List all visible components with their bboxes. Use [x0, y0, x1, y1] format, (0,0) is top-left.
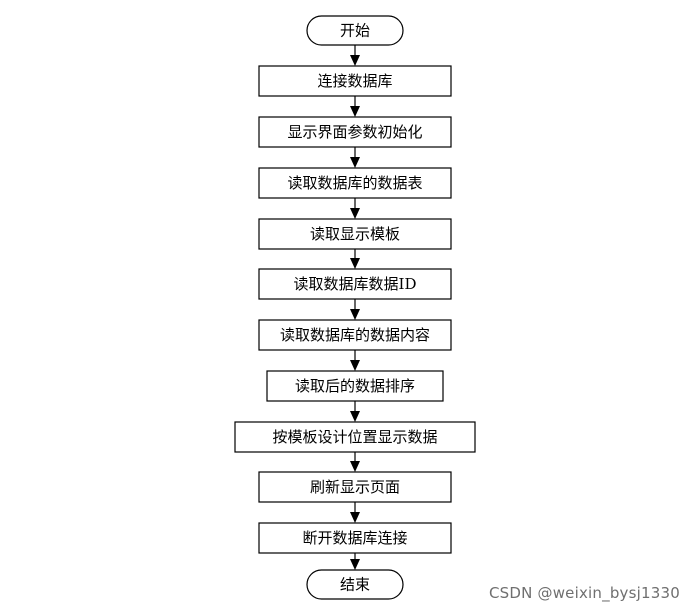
flow-arrow-head [350, 360, 360, 371]
process-step-step8: 按模板设计位置显示数据 [234, 421, 476, 453]
flow-arrow [350, 45, 360, 66]
node-label: 刷新显示页面 [310, 478, 400, 496]
flow-arrow [350, 299, 360, 320]
node-label: 读取数据库的数据表 [287, 174, 422, 192]
process-box [258, 65, 452, 97]
flow-arrow-head [350, 512, 360, 523]
node-label: 连接数据库 [317, 72, 392, 90]
process-box [258, 522, 452, 554]
process-box [258, 471, 452, 503]
terminal-shape [306, 15, 404, 46]
process-box [258, 218, 452, 250]
flow-arrow [350, 198, 360, 219]
process-step-step2: 显示界面参数初始化 [258, 116, 452, 148]
flow-arrow [350, 553, 360, 570]
process-box [258, 116, 452, 148]
process-step-step1: 连接数据库 [258, 65, 452, 97]
node-label: 开始 [340, 22, 370, 40]
flow-arrow-head [350, 208, 360, 219]
process-step-step6: 读取数据库的数据内容 [258, 319, 452, 351]
flow-arrow [350, 502, 360, 523]
process-step-step5: 读取数据库数据ID [258, 268, 452, 300]
flow-arrow [350, 96, 360, 117]
process-step-step10: 断开数据库连接 [258, 522, 452, 554]
terminal-node-end: 结束 [306, 569, 404, 600]
node-label: 断开数据库连接 [302, 529, 407, 547]
node-label: 读取显示模板 [310, 225, 400, 243]
flow-arrow-head [350, 411, 360, 422]
process-box [258, 167, 452, 199]
flow-arrow-head [350, 157, 360, 168]
flow-arrow-head [350, 258, 360, 269]
node-label: 读取数据库数据ID [294, 275, 417, 293]
flow-arrow-head [350, 559, 360, 570]
process-step-step9: 刷新显示页面 [258, 471, 452, 503]
process-box [258, 319, 452, 351]
flow-arrow [350, 249, 360, 269]
flow-arrow [350, 452, 360, 472]
terminal-node-start: 开始 [306, 15, 404, 46]
process-step-step7: 读取后的数据排序 [266, 370, 444, 402]
node-label: 读取后的数据排序 [295, 377, 415, 395]
node-label: 读取数据库的数据内容 [280, 326, 430, 344]
process-step-step3: 读取数据库的数据表 [258, 167, 452, 199]
flow-arrow-head [350, 106, 360, 117]
process-box [258, 268, 452, 300]
flow-arrow [350, 350, 360, 371]
flow-arrow-head [350, 309, 360, 320]
flow-arrow-head [350, 461, 360, 472]
node-label: 按模板设计位置显示数据 [272, 428, 437, 446]
watermark: CSDN @weixin_bysj1330 [488, 584, 680, 602]
flow-arrow [350, 147, 360, 168]
node-label: 显示界面参数初始化 [287, 123, 422, 141]
node-label: 结束 [340, 576, 370, 594]
terminal-shape [306, 569, 404, 600]
process-step-step4: 读取显示模板 [258, 218, 452, 250]
process-box [266, 370, 444, 402]
flow-arrow-head [350, 55, 360, 66]
process-box [234, 421, 476, 453]
flow-arrow [350, 401, 360, 422]
